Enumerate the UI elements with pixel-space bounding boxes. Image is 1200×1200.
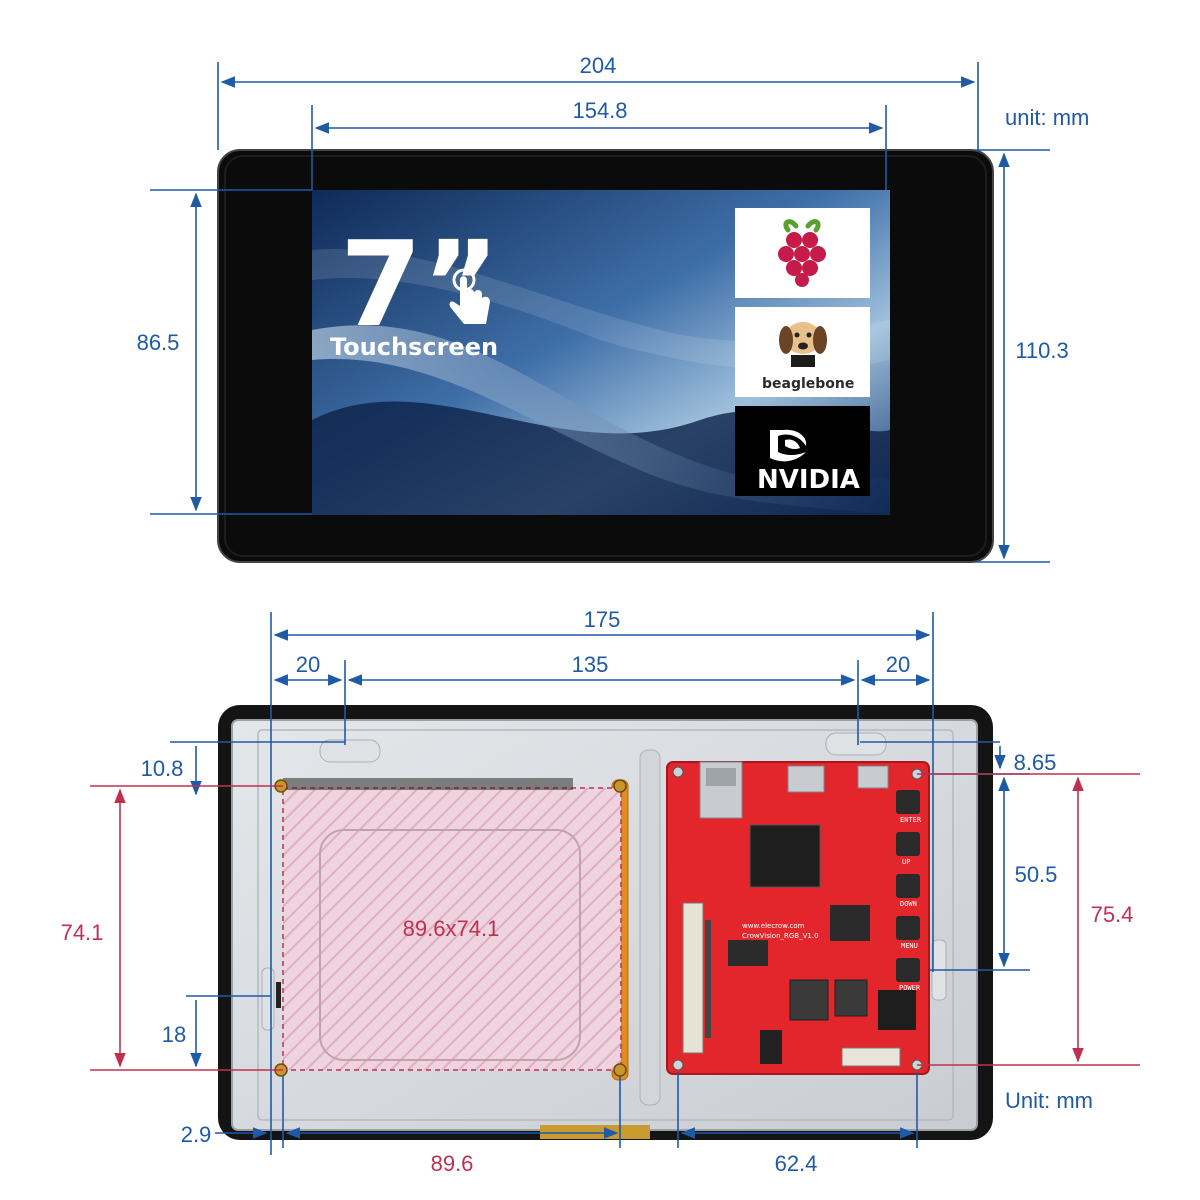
dim-overall-height: 110.3: [1015, 338, 1068, 363]
back-view: 89.6x74.1: [61, 607, 1140, 1176]
svg-text:POWER: POWER: [899, 984, 921, 992]
dim-left-offset: 20: [296, 652, 320, 677]
svg-text:CrowVision_RGB_V1.0: CrowVision_RGB_V1.0: [742, 932, 819, 940]
svg-text:UP: UP: [902, 858, 910, 866]
dim-overall-width: 204: [580, 53, 617, 78]
back-dimensions-red: [90, 773, 1140, 1071]
dim-area-height: 74.1: [61, 920, 104, 945]
svg-text:MENU: MENU: [901, 942, 918, 950]
dim-right-offset: 20: [886, 652, 910, 677]
mounting-area-label: 89.6x74.1: [403, 916, 500, 941]
dim-hole-spacing-total: 175: [584, 607, 621, 632]
svg-text:beaglebone: beaglebone: [762, 376, 854, 392]
svg-text:NVIDIA: NVIDIA: [757, 465, 860, 495]
back-dimensions-blue: [170, 612, 1030, 1155]
dim-board-height: 75.4: [1091, 902, 1134, 927]
svg-text:www.elecrow.com: www.elecrow.com: [742, 922, 805, 930]
nvidia-logo: NVIDIA: [735, 406, 870, 496]
dim-top-offset: 10.8: [141, 756, 184, 781]
dim-right-top-offset: 8.65: [1014, 750, 1057, 775]
mounting-area: [282, 787, 622, 1071]
front-dimensions: [150, 62, 1050, 563]
dim-area-width: 89.6: [431, 1151, 474, 1176]
touchscreen-label: Touchscreen: [330, 333, 498, 361]
back-unit-label: Unit: mm: [1005, 1088, 1093, 1113]
dim-middle-spacing: 135: [572, 652, 609, 677]
beaglebone-logo: beaglebone: [735, 307, 870, 397]
dim-board-hole-v: 50.5: [1015, 862, 1058, 887]
svg-text:ENTER: ENTER: [900, 816, 922, 824]
front-view: 7” Touchscreen beaglebone: [137, 53, 1089, 563]
dim-bottom-offset: 18: [162, 1022, 186, 1047]
front-unit-label: unit: mm: [1005, 105, 1089, 130]
dim-active-width: 154.8: [572, 98, 627, 123]
dim-active-height: 86.5: [137, 330, 180, 355]
raspberry-pi-logo: [735, 208, 870, 298]
dim-edge-offset: 2.9: [181, 1122, 212, 1147]
svg-text:DOWN: DOWN: [900, 900, 917, 908]
controller-board: ENTER UP DOWN MENU POWER www.elecrow.com…: [666, 761, 930, 1075]
hand-touch-icon: [449, 268, 490, 324]
dim-board-hole-h: 62.4: [775, 1151, 818, 1176]
